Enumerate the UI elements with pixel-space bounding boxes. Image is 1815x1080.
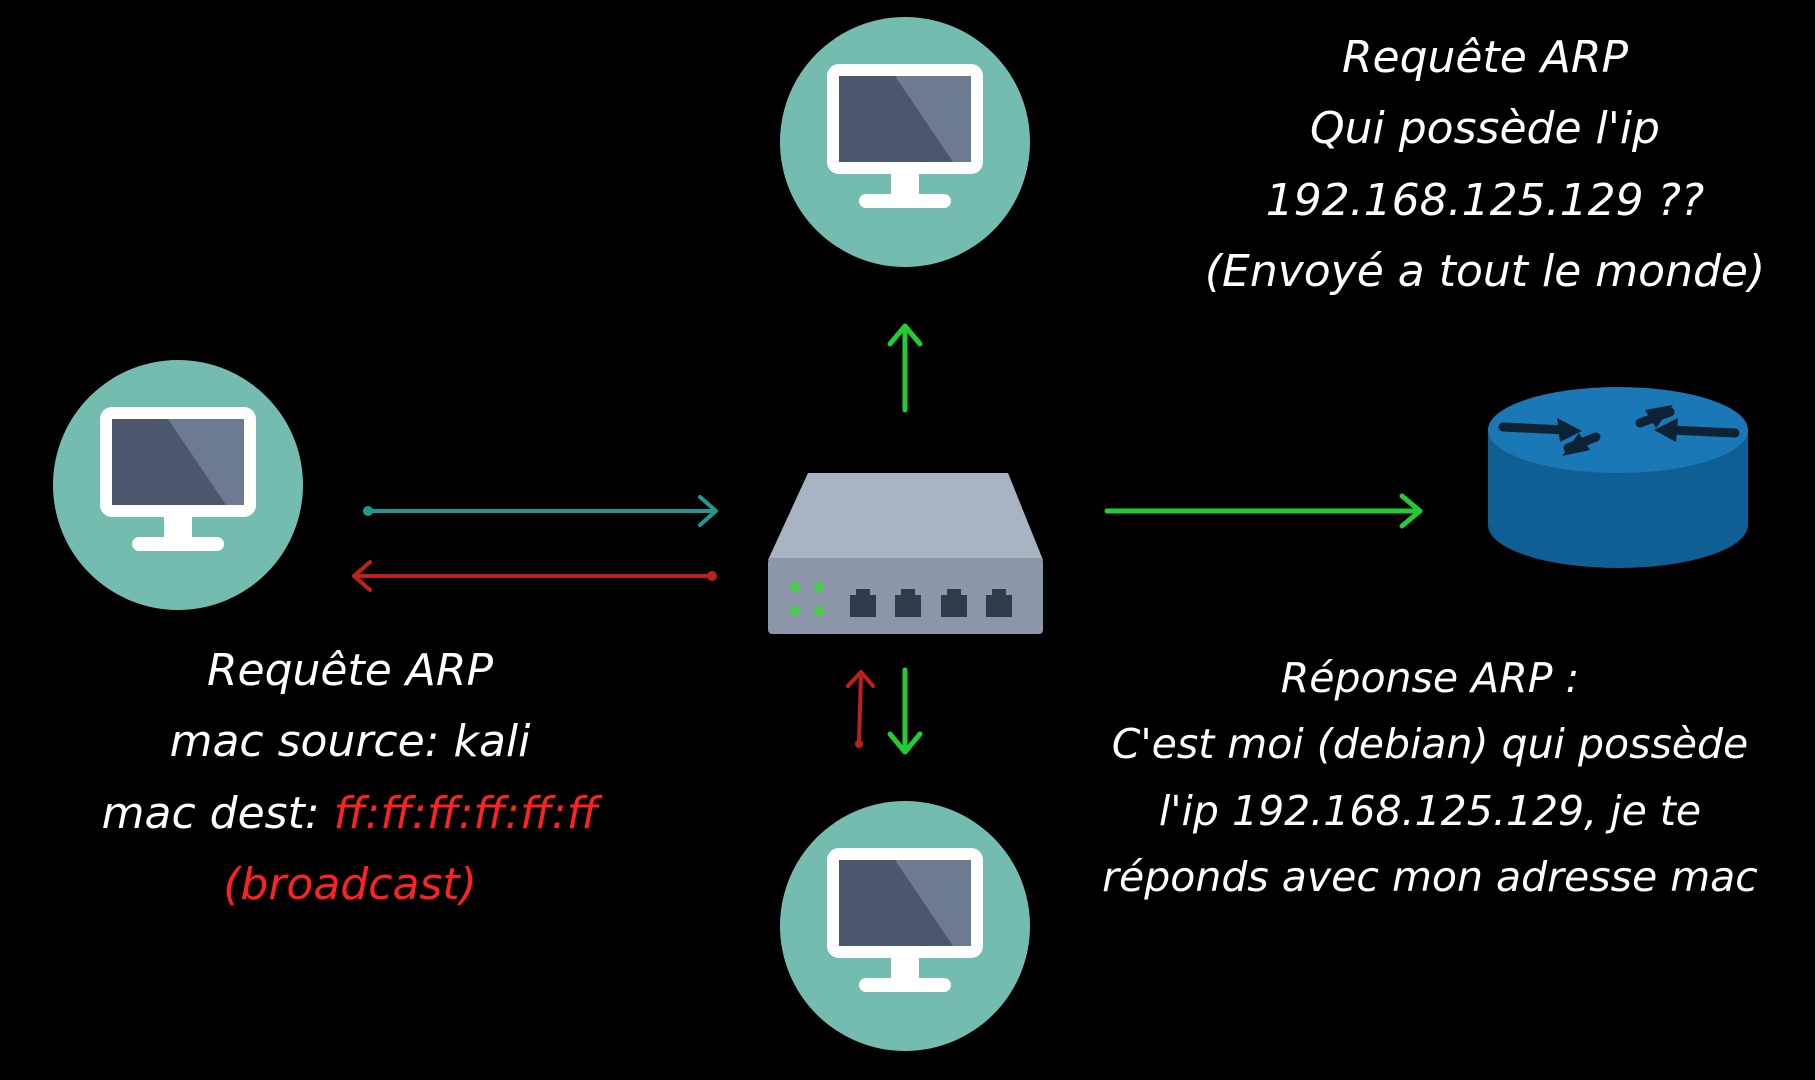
arrow-switch-to-top (887, 323, 923, 413)
network-switch-icon (768, 473, 1043, 634)
arrow-switch-to-bottom (887, 667, 923, 755)
caption-line: Requête ARP (206, 645, 494, 696)
caption-arp-reply: Réponse ARP : C'est moi (debian) qui pos… (1060, 645, 1800, 911)
router-icon (1488, 387, 1748, 568)
caption-line-broadcast: (broadcast) (223, 858, 477, 910)
arrow-switch-to-router (1104, 493, 1423, 529)
caption-line: 192.168.125.129 ?? (1265, 174, 1705, 226)
computer-bottom (780, 801, 1030, 1051)
caption-line-mac-dest: mac dest: ff:ff:ff:ff:ff:ff (20, 778, 680, 849)
arrow-switch-to-kali (352, 560, 717, 592)
arrow-kali-to-switch (363, 495, 718, 527)
caption-line: Qui possède l'ip (1310, 103, 1660, 155)
caption-line: Requête ARP (1341, 32, 1629, 83)
caption-line: réponds avec mon adresse mac (1102, 853, 1758, 902)
broadcast-mac: ff:ff:ff:ff:ff:ff (333, 787, 599, 839)
computer-left (53, 360, 303, 610)
caption-arp-request-kali: Requête ARP mac source: kali mac dest: f… (20, 635, 680, 920)
caption-line: (Envoyé a tout le monde) (1204, 245, 1766, 297)
computer-top (780, 17, 1030, 267)
caption-arp-request-broadcast: Requête ARP Qui possède l'ip 192.168.125… (1165, 22, 1805, 307)
caption-line: mac source: kali (169, 716, 531, 768)
mac-dest-label: mac dest: (101, 787, 334, 839)
caption-line: l'ip 192.168.125.129, je te (1158, 786, 1702, 835)
caption-line: C'est moi (debian) qui possède (1111, 720, 1749, 769)
caption-line: Réponse ARP : (1280, 654, 1580, 702)
arrow-bottom-to-switch (846, 670, 875, 748)
